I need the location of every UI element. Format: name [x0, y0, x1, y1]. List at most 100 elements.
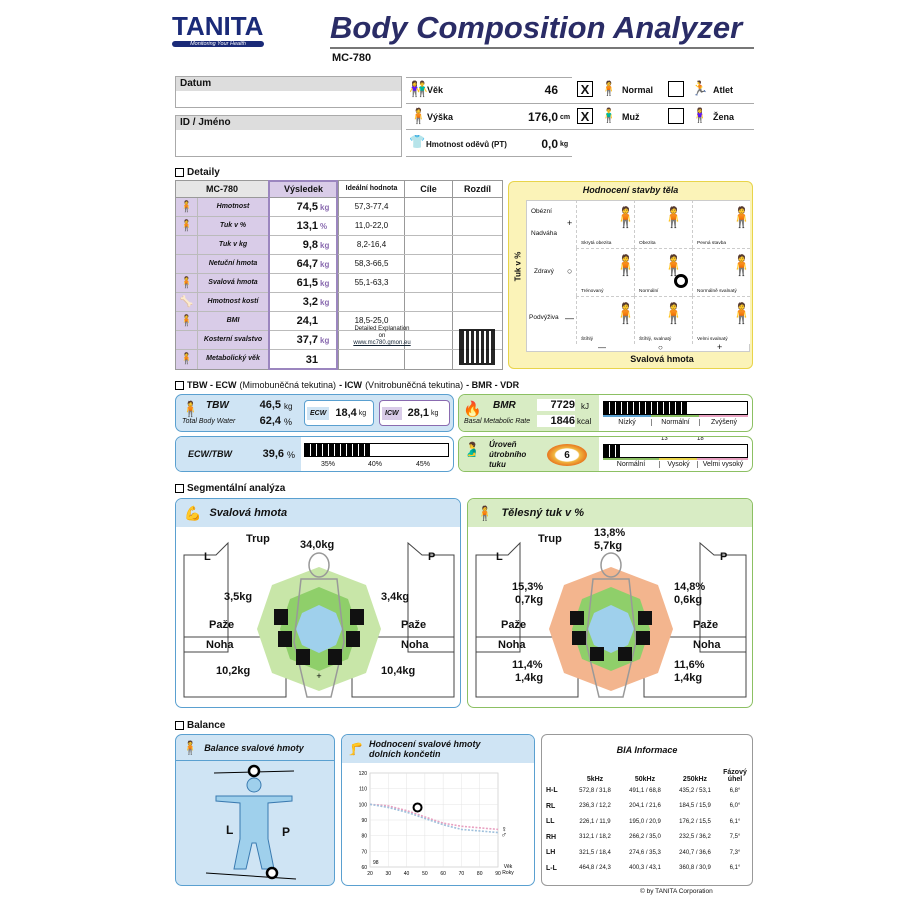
row-plus: + — [567, 218, 573, 228]
row-diff — [453, 312, 502, 330]
bia-value: 312,1 / 18,2 — [579, 834, 611, 841]
row-goal[interactable] — [405, 350, 453, 369]
ecw-value: 18,4 — [335, 407, 357, 419]
body-type-figure-icon: 🧍 — [661, 207, 686, 229]
tbw-pct: 62,4 — [259, 415, 281, 427]
muscle-arm-left: 3,5kg — [224, 591, 253, 603]
ecw-label: ECW — [307, 406, 330, 420]
bia-value: 435,2 / 53,1 — [679, 787, 711, 794]
bia-phase: 7,5° — [729, 834, 741, 841]
row-icon: 🧍 — [176, 217, 198, 235]
male-checkbox[interactable]: X — [577, 108, 593, 124]
fat-arm-label-r: Paže — [693, 619, 719, 631]
row-goal[interactable] — [405, 312, 453, 330]
body-type-figure-icon: 🧍 — [729, 303, 754, 325]
visceral-label-3: tuku — [489, 460, 506, 469]
balance-right-label: P — [282, 825, 291, 839]
fat-left-label: L — [496, 551, 503, 563]
height-unit: cm — [560, 114, 571, 121]
explain-link[interactable]: www.mc780.gmon.eu — [353, 340, 411, 346]
build-cell: 🧍Obezita — [634, 200, 692, 248]
leg-icon: 🦵 — [348, 742, 363, 756]
visceral-tick-18: 18 — [697, 436, 704, 442]
x-tick-label: 40 — [404, 871, 410, 877]
row-unit: kg — [320, 278, 330, 288]
row-value: 3,2 — [302, 296, 318, 308]
muscle-leg-right: 10,4kg — [381, 665, 416, 677]
row-goal[interactable] — [405, 255, 453, 273]
y-tick-label: 100 — [359, 802, 368, 808]
qr-code-icon[interactable] — [459, 329, 495, 365]
y-tick-label: 120 — [359, 771, 368, 777]
row-icon: 🧍 — [176, 312, 198, 330]
visceral-icon: 🫃 — [463, 441, 481, 457]
body-type-figure-icon: 🧍 — [729, 255, 754, 277]
tbw-kg-unit: kg — [284, 402, 293, 411]
row-icon: 🧍 — [176, 274, 198, 292]
height-label: Výška — [427, 112, 454, 122]
icw-box: ICW 28,1 kg — [379, 400, 450, 426]
bia-header: 5kHz — [586, 776, 604, 783]
row-goal[interactable] — [405, 274, 453, 292]
bmr-label: BMR — [493, 400, 516, 411]
row-ideal — [339, 293, 405, 311]
male-icon: ♂ — [501, 831, 507, 840]
fat-leg-left-pct: 11,4% — [512, 659, 543, 671]
row-icon: 🧍 — [176, 350, 198, 369]
bia-value: 240,7 / 36,6 — [679, 849, 711, 856]
row-label: Tuk v % — [198, 217, 269, 235]
fat-arm-label-l: Paže — [501, 619, 527, 631]
build-cell: 🧍Pevná stavba — [692, 200, 754, 248]
row-goal[interactable] — [405, 293, 453, 311]
y-tick-label: 90 — [361, 818, 367, 824]
segment-section-title: Segmentální analýza — [175, 483, 285, 494]
row-unit: kg — [320, 240, 330, 250]
row-healthy: Zdravý — [534, 268, 554, 275]
bmr-kj: 7729 — [537, 399, 575, 411]
row-goal[interactable] — [405, 217, 453, 235]
id-field[interactable]: ID / Jméno — [175, 115, 402, 157]
row-goal[interactable] — [405, 198, 453, 216]
muscle-person-icon: 💪 — [184, 504, 202, 521]
tbw-section-title: TBW - ECW(Mimobuněčná tekutina)- ICW(Vni… — [175, 380, 519, 390]
fat-right-label: P — [720, 551, 728, 563]
tanita-logo: TANITA Monitoring Your Health — [172, 12, 264, 50]
visceral-value-badge: 6 — [547, 444, 587, 466]
row-minus: — — [565, 313, 574, 323]
icw-value: 28,1 — [407, 407, 430, 419]
build-cell: 🧍Štíhlý — [576, 296, 638, 344]
row-goal[interactable] — [405, 331, 453, 349]
tbw-kg: 46,5 — [259, 399, 281, 411]
athlete-checkbox[interactable] — [668, 81, 684, 97]
segment-fat-panel: 🧍 Tělesný tuk v % Trup 13,8% 5,7kg L P 1… — [467, 498, 753, 708]
date-field[interactable]: Datum — [175, 76, 402, 108]
row-diff — [453, 274, 502, 292]
row-value: 37,7 — [296, 334, 318, 346]
row-diff — [453, 255, 502, 273]
bia-header: 250kHz — [682, 776, 708, 783]
normal-checkbox[interactable]: X — [577, 81, 593, 97]
fat-leg-label-r: Noha — [693, 639, 721, 651]
row-icon: 🧍 — [176, 198, 198, 216]
muscle-arm-label-l: Paže — [209, 619, 235, 631]
row-goal[interactable] — [405, 236, 453, 254]
build-panel: Hodnocení stavby těla Tuk v % Svalová hm… — [508, 181, 754, 369]
row-label: BMI — [198, 312, 269, 330]
fat-arm-left-kg: 0,7kg — [515, 594, 544, 606]
bia-value: 176,2 / 15,5 — [679, 818, 711, 825]
bia-segment: L-L — [546, 864, 557, 872]
leg-title-1: Hodnocení svalové hmoty — [368, 739, 481, 749]
balance-section-title: Balance — [175, 720, 225, 731]
row-label: Tuk v kg — [198, 236, 269, 254]
col-goal: Cíle — [405, 181, 453, 197]
bia-value: 360,8 / 30,9 — [679, 865, 711, 872]
x-tick-minus: — — [598, 343, 606, 352]
row-ideal: 18,5-25,0 — [339, 312, 405, 330]
row-value: 61,5 — [296, 277, 318, 289]
female-checkbox[interactable] — [668, 108, 684, 124]
